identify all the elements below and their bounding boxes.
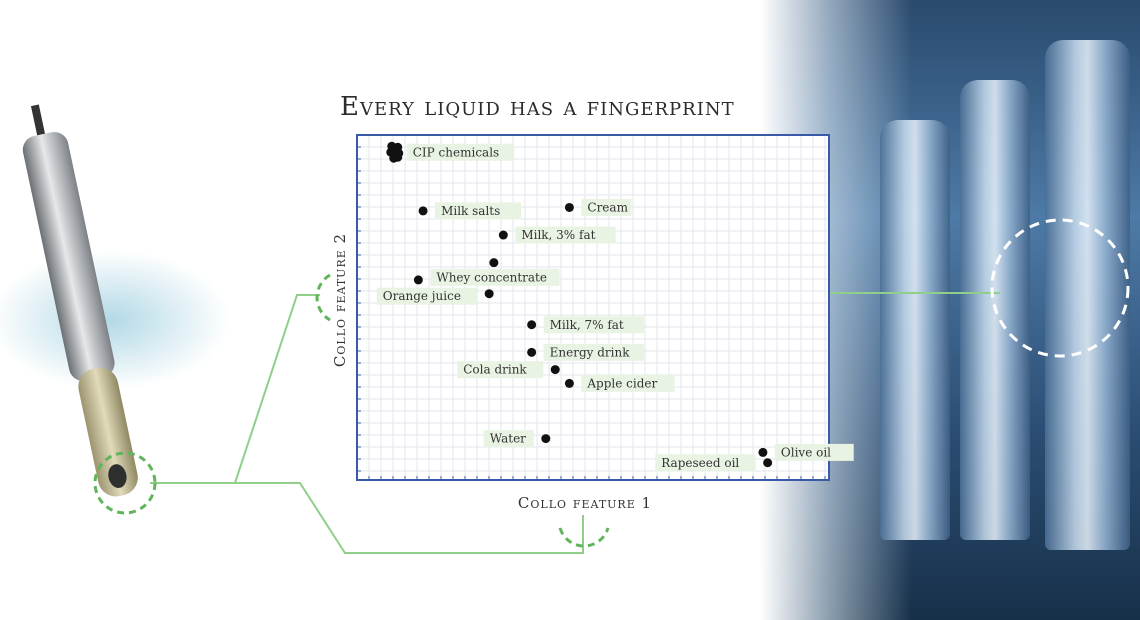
axis-ticks — [356, 134, 826, 480]
point-label: CIP chemicals — [413, 145, 499, 159]
data-point — [413, 275, 423, 285]
probe-highlight-circle — [93, 451, 157, 515]
point-label: Olive oil — [781, 445, 831, 459]
point-label: Energy drink — [550, 345, 631, 359]
plot-frame — [356, 134, 830, 481]
point-label: Apple cider — [586, 376, 657, 390]
data-point — [763, 458, 773, 468]
data-point — [564, 202, 574, 212]
point-label: Milk salts — [441, 204, 500, 218]
point-label-background — [655, 454, 756, 472]
steel-tank — [880, 120, 950, 540]
point-label: Cream — [587, 200, 628, 214]
data-point — [393, 152, 403, 162]
point-label: Milk, 3% fat — [521, 228, 595, 242]
point-label-background — [435, 202, 522, 220]
data-point — [489, 258, 499, 268]
point-label-background — [483, 430, 534, 448]
point-label: Whey concentrate — [436, 270, 547, 284]
y-axis-label: Collo feature 2 — [331, 233, 349, 367]
data-point — [484, 289, 494, 299]
data-point — [418, 206, 428, 216]
point-label-background — [581, 198, 632, 216]
point-label-background — [543, 343, 645, 361]
point-label: Orange juice — [383, 289, 461, 303]
point-label: Cola drink — [463, 363, 527, 377]
data-point — [541, 434, 551, 444]
data-point — [527, 320, 537, 330]
data-point — [390, 145, 400, 155]
x-axis-label: Collo feature 1 — [518, 494, 652, 512]
tank-sensor-highlight-circle — [990, 218, 1130, 358]
data-point — [498, 230, 508, 240]
point-label-background — [376, 287, 478, 305]
page-title: Every liquid has a fingerprint — [340, 92, 735, 122]
chart-highlight-arc-left — [315, 273, 331, 322]
point-label-background — [406, 143, 515, 161]
point-label-background — [515, 226, 616, 244]
water-splash — [0, 250, 230, 390]
data-point — [564, 378, 574, 388]
point-label-background — [430, 268, 560, 286]
point-label-background — [457, 361, 544, 379]
data-point — [550, 365, 560, 375]
point-label: Water — [490, 432, 526, 446]
steel-tank — [1045, 40, 1130, 550]
point-label-background — [581, 374, 675, 392]
plot-area — [357, 135, 829, 480]
point-label-background — [774, 443, 854, 461]
point-label: Milk, 7% fat — [550, 318, 624, 332]
data-point — [527, 347, 537, 357]
data-point — [758, 447, 768, 457]
collo-sensor-probe — [0, 104, 230, 497]
point-label: Rapeseed oil — [661, 456, 739, 470]
point-label-background — [543, 316, 645, 334]
